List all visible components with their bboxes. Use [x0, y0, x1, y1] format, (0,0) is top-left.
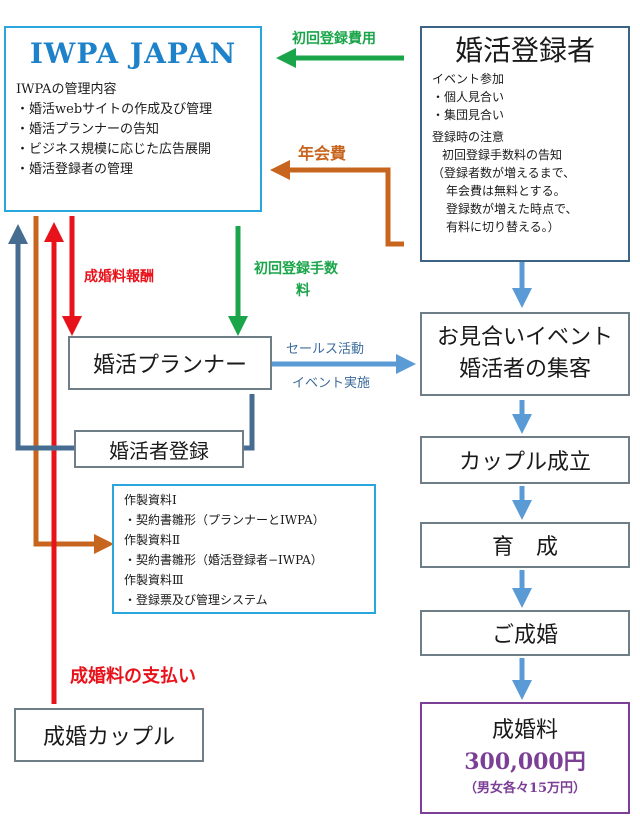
- materials-line: 作製資料Ⅱ: [124, 533, 181, 547]
- arrow-annual-fee: [270, 160, 404, 247]
- registrant-line: 登録数が増えた時点で、: [446, 202, 578, 216]
- label-initial-fee-a: 初回登録手数: [254, 261, 338, 277]
- planner-box: 婚活プランナー: [68, 336, 272, 390]
- iwpa-line: IWPAの管理内容: [16, 82, 117, 97]
- iwpa-line: ・婚活プランナーの告知: [16, 122, 160, 137]
- label-success-reward: 成婚料報酬: [84, 269, 154, 285]
- member-reg-label: 婚活者登録: [109, 438, 209, 463]
- registrant-title: 婚活登録者: [454, 34, 595, 67]
- registrant-line: ・個人見合い: [432, 90, 505, 104]
- registrant-line: イベント参加: [432, 72, 505, 86]
- registrant-line: （登録者数が増えるまで、: [432, 166, 576, 180]
- label-sales-activity: セールス活動: [286, 342, 365, 357]
- materials-line: ・契約書雛形（プランナーとIWPA）: [124, 513, 325, 527]
- iwpa-line: ・ビジネス規模に応じた広告展開: [16, 142, 212, 157]
- registrant-line: ・集団見合い: [432, 108, 505, 122]
- registrant-box: 婚活登録者 イベント参加 ・個人見合い ・集団見合い 登録時の注意 初回登録手数…: [420, 26, 630, 262]
- member-reg-box: 婚活者登録: [74, 430, 244, 468]
- materials-line: ・登録票及び管理システム: [124, 593, 268, 607]
- iwpa-line: ・婚活登録者の管理: [16, 162, 134, 177]
- fee-note: （男女各々15万円）: [463, 781, 587, 796]
- label-initial-fee-b: 料: [296, 283, 310, 299]
- marriage-box: ご成婚: [420, 610, 630, 656]
- fee-box: 成婚料 300,000円 （男女各々15万円）: [420, 702, 630, 814]
- registrant-line: 初回登録手数料の告知: [442, 148, 563, 162]
- label-fee-payment: 成婚料の支払い: [70, 666, 196, 687]
- event-line: 婚活者の集客: [458, 357, 591, 382]
- seikon-couple-label: 成婚カップル: [42, 725, 175, 750]
- registrant-line: 有料に切り替える。）: [446, 220, 560, 234]
- iwpa-title: IWPA JAPAN: [29, 37, 237, 70]
- arrow-materials: [33, 216, 114, 554]
- event-line: お見合いイベント: [436, 325, 613, 350]
- nurture-box: 育 成: [420, 522, 630, 568]
- label-annual-fee: 年会費: [298, 144, 347, 163]
- label-initial-reg-fee: 初回登録費用: [292, 31, 376, 47]
- fee-amount: 300,000円: [464, 749, 586, 775]
- registrant-line: 登録時の注意: [432, 130, 505, 144]
- seikon-couple-box: 成婚カップル: [14, 708, 204, 762]
- label-event-exec: イベント実施: [292, 376, 371, 391]
- materials-line: ・契約書雛形（婚活登録者−IWPA）: [124, 553, 323, 567]
- iwpa-box: IWPA JAPAN IWPAの管理内容 ・婚活webサイトの作成及び管理 ・婚…: [4, 26, 262, 212]
- iwpa-line: ・婚活webサイトの作成及び管理: [16, 102, 213, 117]
- fee-title: 成婚料: [491, 718, 558, 743]
- marriage-label: ご成婚: [491, 623, 558, 648]
- planner-title: 婚活プランナー: [92, 353, 247, 378]
- materials-box: 作製資料Ⅰ ・契約書雛形（プランナーとIWPA） 作製資料Ⅱ ・契約書雛形（婚活…: [112, 484, 376, 614]
- couple-formed-label: カップル成立: [458, 450, 591, 475]
- materials-line: 作製資料Ⅲ: [124, 573, 184, 587]
- materials-line: 作製資料Ⅰ: [124, 493, 177, 507]
- registrant-line: 年会費は無料とする。: [446, 184, 566, 198]
- couple-formed-box: カップル成立: [420, 436, 630, 484]
- nurture-label: 育 成: [491, 535, 558, 560]
- event-box: お見合いイベント 婚活者の集客: [420, 312, 630, 396]
